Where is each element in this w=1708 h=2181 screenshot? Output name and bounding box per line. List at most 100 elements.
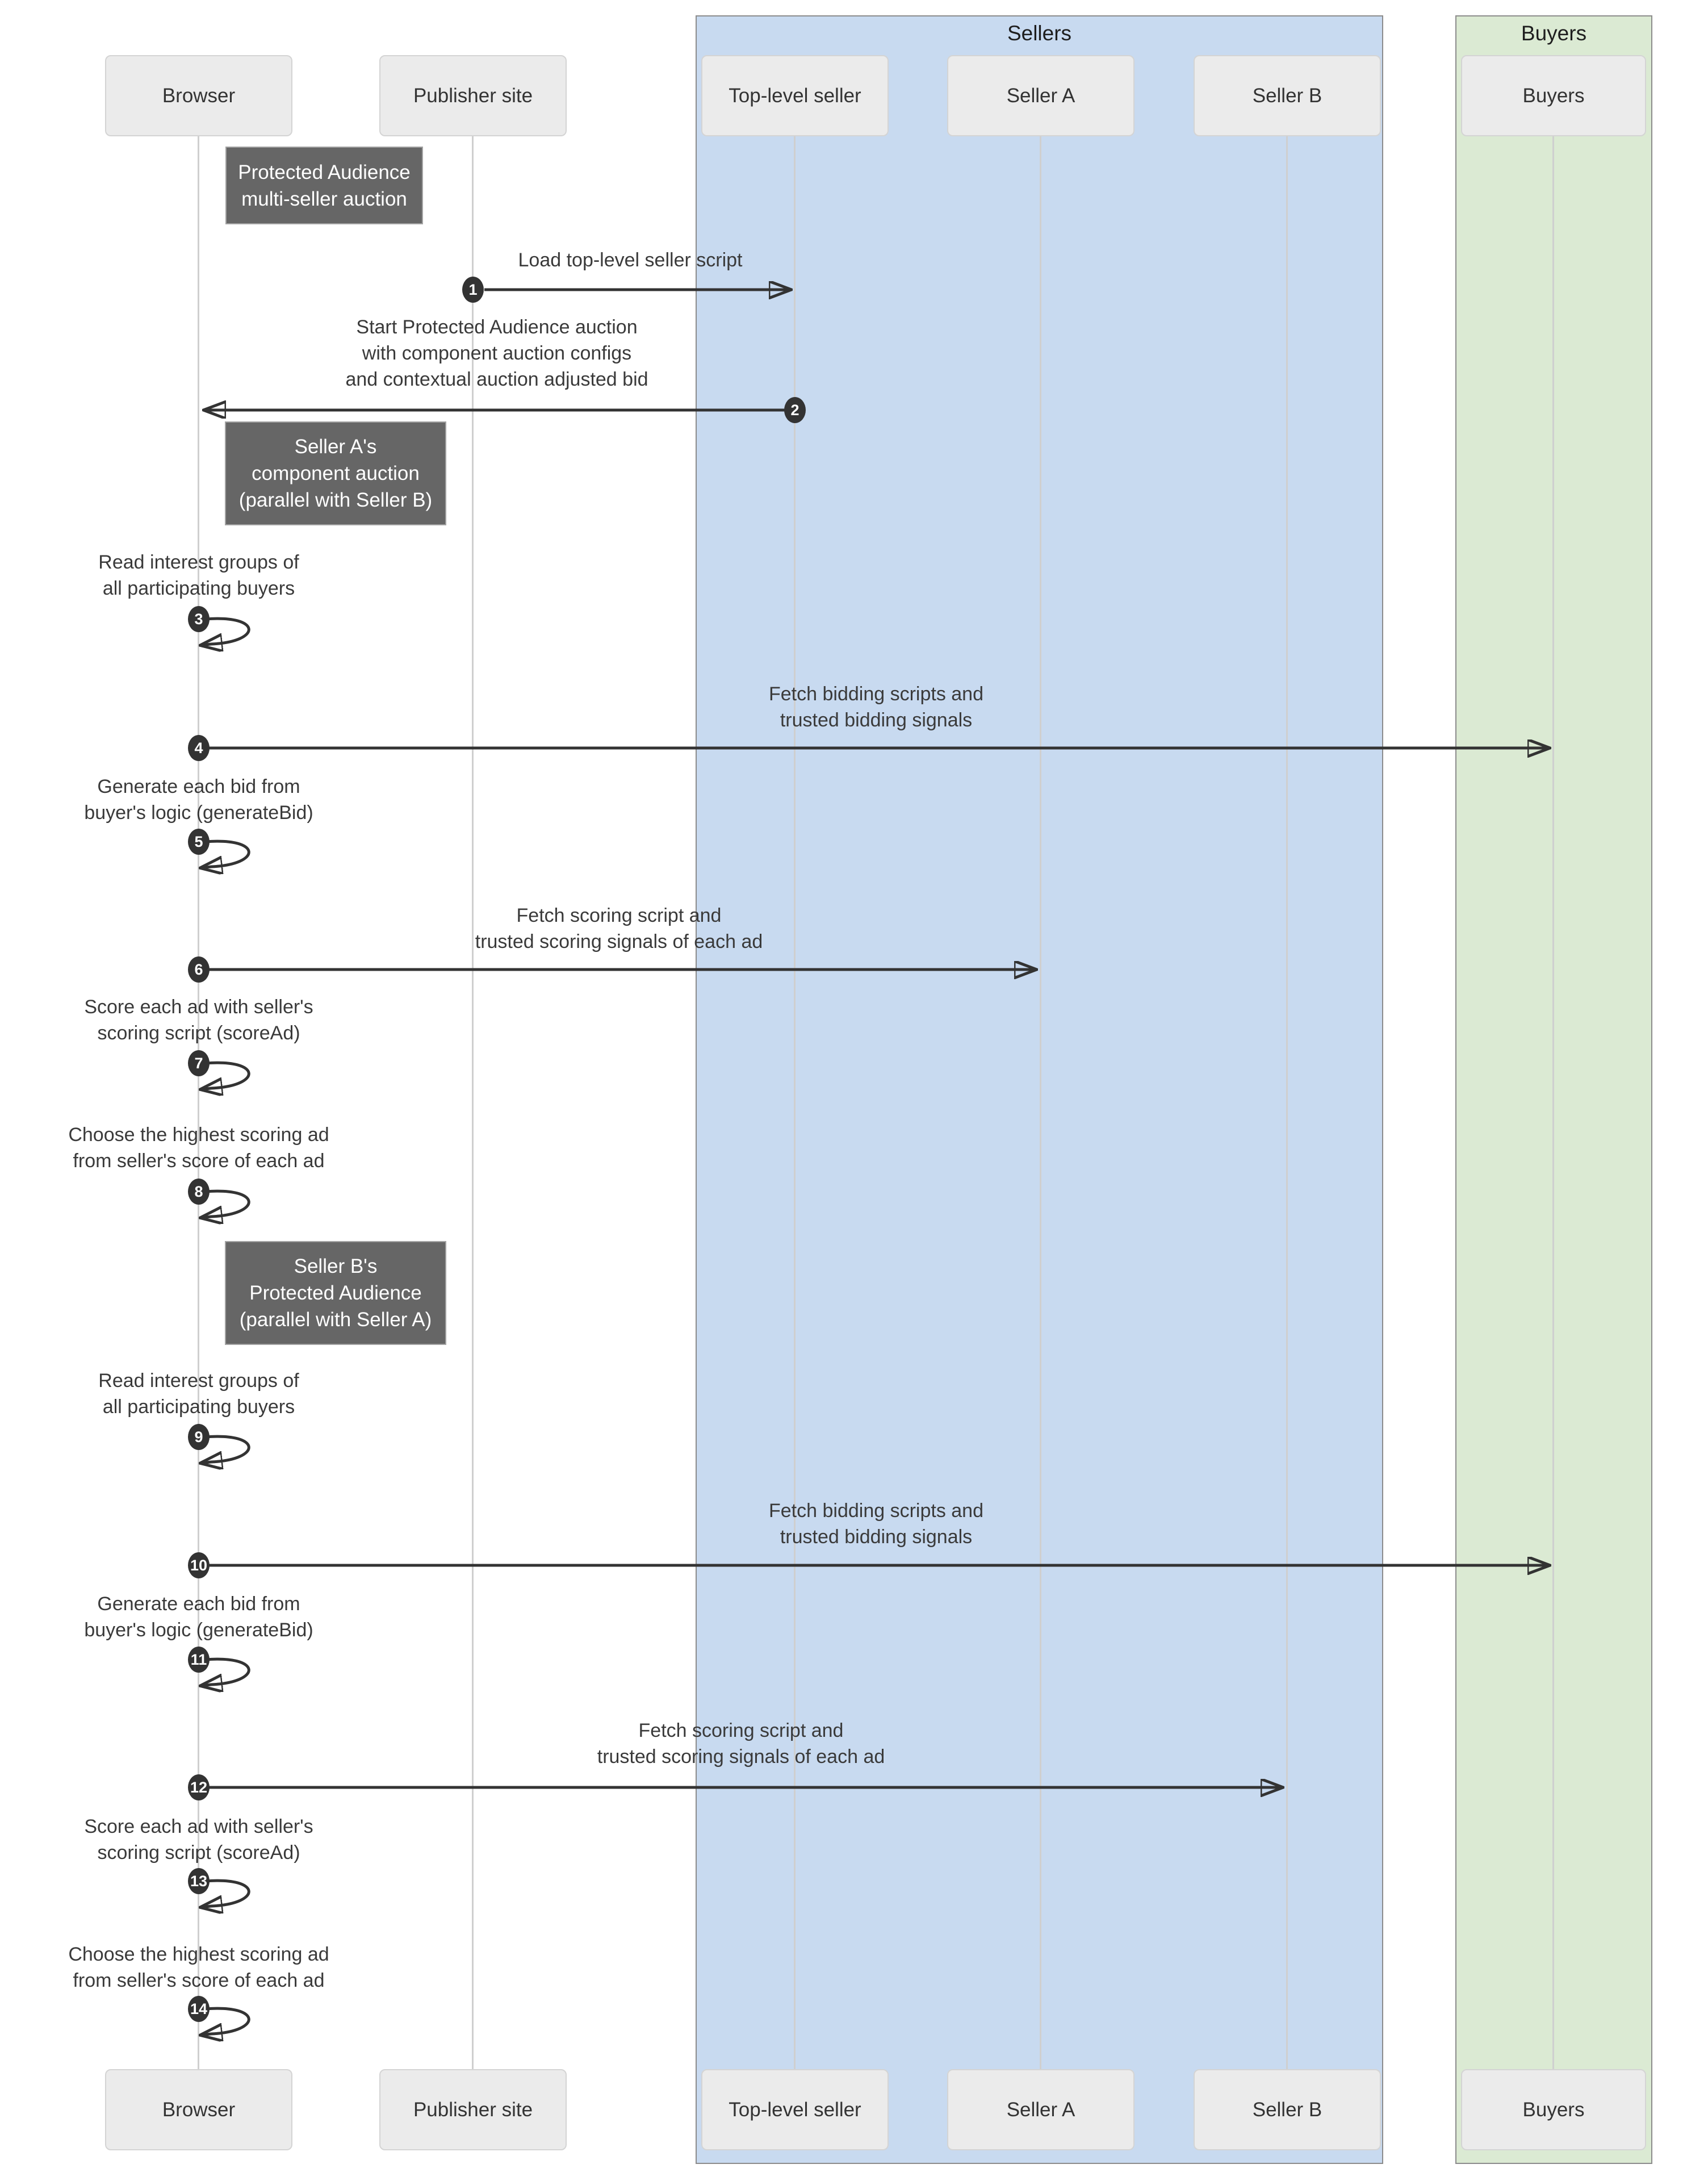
lifeline-seller-a: [1040, 136, 1041, 2069]
message-line: trusted bidding signals: [780, 709, 973, 731]
message-line: and contextual auction adjusted bid: [345, 369, 648, 390]
message-10-label: Fetch bidding scripts and trusted biddin…: [769, 1498, 983, 1550]
message-3-label: Read interest groups of all participatin…: [98, 549, 299, 601]
message-4-number: 4: [188, 735, 210, 761]
actor-bottom-buyers: Buyers: [1461, 2069, 1646, 2150]
self-loop-14: [201, 2007, 250, 2035]
message-12-number: 12: [188, 1774, 210, 1800]
note-seller-b-protected-audience: Seller B's Protected Audience (parallel …: [225, 1241, 446, 1345]
message-5-label: Generate each bid from buyer's logic (ge…: [84, 774, 313, 826]
message-line: trusted bidding signals: [780, 1526, 973, 1548]
self-loop-9: [201, 1435, 250, 1463]
actor-top-browser: Browser: [105, 55, 292, 136]
actor-label: Seller B: [1252, 84, 1322, 107]
lifeline-seller-b: [1286, 136, 1288, 2069]
message-line: Choose the highest scoring ad: [68, 1944, 329, 1965]
message-3-number: 3: [188, 606, 210, 632]
actor-label: Top-level seller: [729, 84, 861, 107]
message-6-number: 6: [188, 956, 210, 983]
actor-label: Seller A: [1006, 2098, 1075, 2121]
message-line: scoring script (scoreAd): [97, 1842, 300, 1864]
actor-label: Browser: [162, 2098, 236, 2121]
message-8-number: 8: [188, 1179, 210, 1205]
message-line: Fetch bidding scripts and: [769, 1500, 983, 1522]
message-2-number: 2: [784, 397, 806, 423]
message-2-label: Start Protected Audience auction with co…: [345, 314, 648, 392]
lifeline-browser: [198, 136, 199, 2069]
message-line: from seller's score of each ad: [73, 1970, 325, 1991]
note-line: multi-seller auction: [241, 187, 407, 210]
actor-label: Seller A: [1006, 84, 1075, 107]
message-line: Start Protected Audience auction: [356, 316, 638, 338]
message-line: Choose the highest scoring ad: [68, 1124, 329, 1146]
message-line: with component auction configs: [362, 342, 632, 364]
actor-bottom-top-level-seller: Top-level seller: [701, 2069, 889, 2150]
message-14-label: Choose the highest scoring ad from selle…: [68, 1941, 329, 1994]
actor-bottom-seller-b: Seller B: [1194, 2069, 1381, 2150]
message-line: Generate each bid from: [97, 776, 300, 797]
message-line: Read interest groups of: [98, 551, 299, 573]
note-seller-a-component-auction: Seller A's component auction (parallel w…: [225, 421, 446, 525]
self-loop-7: [201, 1061, 250, 1089]
lifeline-publisher-site: [472, 136, 474, 2069]
message-13-label: Score each ad with seller's scoring scri…: [84, 1814, 313, 1866]
note-line: component auction: [252, 462, 420, 484]
message-9-label: Read interest groups of all participatin…: [98, 1368, 299, 1420]
message-line: Load top-level seller script: [518, 249, 743, 271]
sellers-group-box: [696, 15, 1383, 2164]
actor-bottom-publisher-site: Publisher site: [379, 2069, 567, 2150]
self-loop-3: [201, 617, 250, 645]
lifeline-top-level-seller: [794, 136, 796, 2069]
actor-label: Buyers: [1522, 84, 1585, 107]
actor-label: Publisher site: [413, 2098, 533, 2121]
message-line: Read interest groups of: [98, 1370, 299, 1392]
note-line: Seller A's: [294, 436, 377, 458]
message-line: trusted scoring signals of each ad: [597, 1746, 885, 1768]
note-line: Seller B's: [294, 1255, 378, 1277]
message-7-number: 7: [188, 1050, 210, 1076]
message-line: scoring script (scoreAd): [97, 1022, 300, 1044]
actor-top-seller-b: Seller B: [1194, 55, 1381, 136]
message-4-label: Fetch bidding scripts and trusted biddin…: [769, 681, 983, 733]
actor-top-top-level-seller: Top-level seller: [701, 55, 889, 136]
self-loop-5: [201, 839, 250, 868]
message-line: Generate each bid from: [97, 1593, 300, 1615]
actor-label: Seller B: [1252, 2098, 1322, 2121]
actor-label: Top-level seller: [729, 2098, 861, 2121]
message-9-number: 9: [188, 1424, 210, 1450]
message-line: Fetch bidding scripts and: [769, 683, 983, 705]
message-1-label: Load top-level seller script: [518, 247, 743, 273]
message-line: all participating buyers: [102, 578, 295, 599]
actor-label: Browser: [162, 84, 236, 107]
note-line: (parallel with Seller B): [238, 489, 433, 511]
actor-bottom-browser: Browser: [105, 2069, 292, 2150]
message-line: trusted scoring signals of each ad: [475, 931, 763, 952]
note-line: Protected Audience: [249, 1282, 422, 1304]
actor-label: Publisher site: [413, 84, 533, 107]
message-11-label: Generate each bid from buyer's logic (ge…: [84, 1591, 313, 1643]
message-8-label: Choose the highest scoring ad from selle…: [68, 1122, 329, 1174]
message-line: Score each ad with seller's: [84, 996, 313, 1018]
message-12-label: Fetch scoring script and trusted scoring…: [597, 1718, 885, 1770]
message-10-number: 10: [188, 1552, 210, 1578]
message-line: buyer's logic (generateBid): [84, 802, 313, 824]
message-5-number: 5: [188, 829, 210, 855]
message-6-label: Fetch scoring script and trusted scoring…: [475, 903, 763, 955]
self-loop-13: [201, 1879, 250, 1907]
message-7-label: Score each ad with seller's scoring scri…: [84, 994, 313, 1046]
note-line: Protected Audience: [238, 161, 411, 183]
self-loop-11: [201, 1657, 250, 1686]
message-14-number: 14: [188, 1996, 210, 2022]
actor-label: Buyers: [1522, 2098, 1585, 2121]
message-11-number: 11: [188, 1647, 210, 1673]
self-loop-8: [201, 1189, 250, 1218]
note-multi-seller-auction: Protected Audience multi-seller auction: [225, 147, 423, 224]
message-line: all participating buyers: [102, 1396, 295, 1418]
message-line: Fetch scoring script and: [516, 905, 722, 926]
message-1-number: 1: [462, 277, 484, 303]
actor-bottom-seller-a: Seller A: [947, 2069, 1135, 2150]
message-line: Score each ad with seller's: [84, 1816, 313, 1837]
message-13-number: 13: [188, 1868, 210, 1894]
actor-top-seller-a: Seller A: [947, 55, 1135, 136]
